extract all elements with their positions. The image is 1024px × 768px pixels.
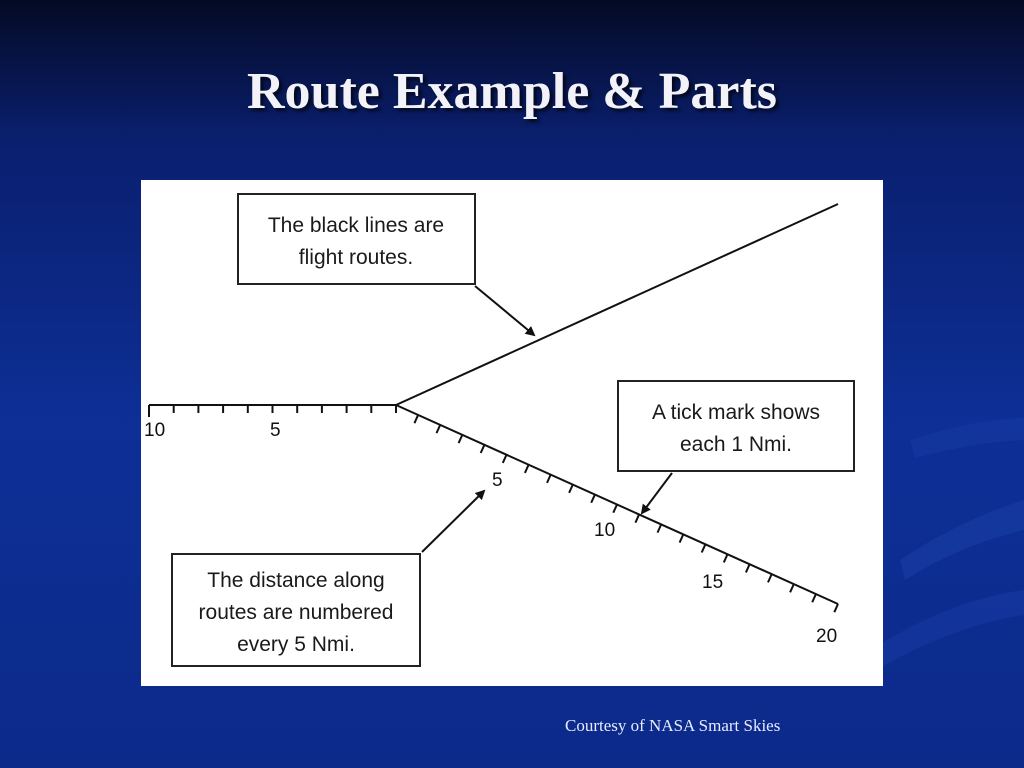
callout-distance-arrow xyxy=(421,489,486,553)
southeast-route-tick xyxy=(457,434,464,444)
southeast-route-tick xyxy=(568,484,574,494)
southeast-route-tick xyxy=(656,523,663,534)
southeast-route-tick xyxy=(523,464,530,474)
southeast-route-tick xyxy=(590,494,596,504)
southeast-route-tick xyxy=(811,593,817,603)
southeast-route-ticks xyxy=(413,414,839,613)
southeast-route-tick xyxy=(744,563,751,573)
route-diagram: 10 5 5 10 15 20 The black lines are flig… xyxy=(141,180,883,686)
southeast-route-tick xyxy=(789,583,795,593)
west-route-ticks xyxy=(148,405,397,417)
northeast-route-line xyxy=(395,203,839,406)
callout-distance-line-3: every 5 Nmi. xyxy=(237,633,355,656)
tick-label-se-15: 15 xyxy=(702,572,723,593)
slide-title: Route Example & Parts xyxy=(246,63,778,120)
southeast-route-tick xyxy=(700,543,707,553)
southeast-route-tick xyxy=(546,474,552,484)
southeast-route-tick xyxy=(413,414,420,424)
southeast-route-tick xyxy=(767,573,773,583)
route-diagram-svg: 10 5 5 10 15 20 The black lines are flig… xyxy=(144,193,855,667)
callout-routes-line-2: flight routes. xyxy=(299,246,413,269)
callout-distance-line-2: routes are numbered xyxy=(199,601,394,624)
southeast-route-tick xyxy=(612,504,618,514)
callout-distance-numbering: The distance along routes are numbered e… xyxy=(171,553,421,667)
image-credit: Courtesy of NASA Smart Skies xyxy=(565,716,781,735)
tick-label-west-10: 10 xyxy=(144,420,165,441)
southeast-route-tick xyxy=(678,533,685,543)
southeast-route-tick xyxy=(435,424,442,434)
callout-routes-arrow xyxy=(474,285,536,337)
southeast-route-tick xyxy=(501,454,508,464)
southeast-route-tick xyxy=(722,553,729,563)
tick-label-west-5: 5 xyxy=(270,420,281,441)
callout-flight-routes: The black lines are flight routes. xyxy=(237,193,476,285)
southeast-route-tick xyxy=(634,514,641,524)
callout-tick-marks: A tick mark shows each 1 Nmi. xyxy=(617,380,855,472)
callout-ticks-line-1: A tick mark shows xyxy=(652,401,820,424)
southeast-route-tick xyxy=(479,444,486,454)
callout-routes-line-1: The black lines are xyxy=(268,214,444,237)
tick-label-se-5: 5 xyxy=(492,470,503,491)
tick-label-se-20: 20 xyxy=(816,626,837,647)
tick-label-se-10: 10 xyxy=(594,520,615,541)
callout-ticks-arrow xyxy=(640,472,673,515)
southeast-route-tick xyxy=(833,603,839,613)
callout-ticks-line-2: each 1 Nmi. xyxy=(680,433,792,456)
callout-distance-line-1: The distance along xyxy=(207,569,384,592)
